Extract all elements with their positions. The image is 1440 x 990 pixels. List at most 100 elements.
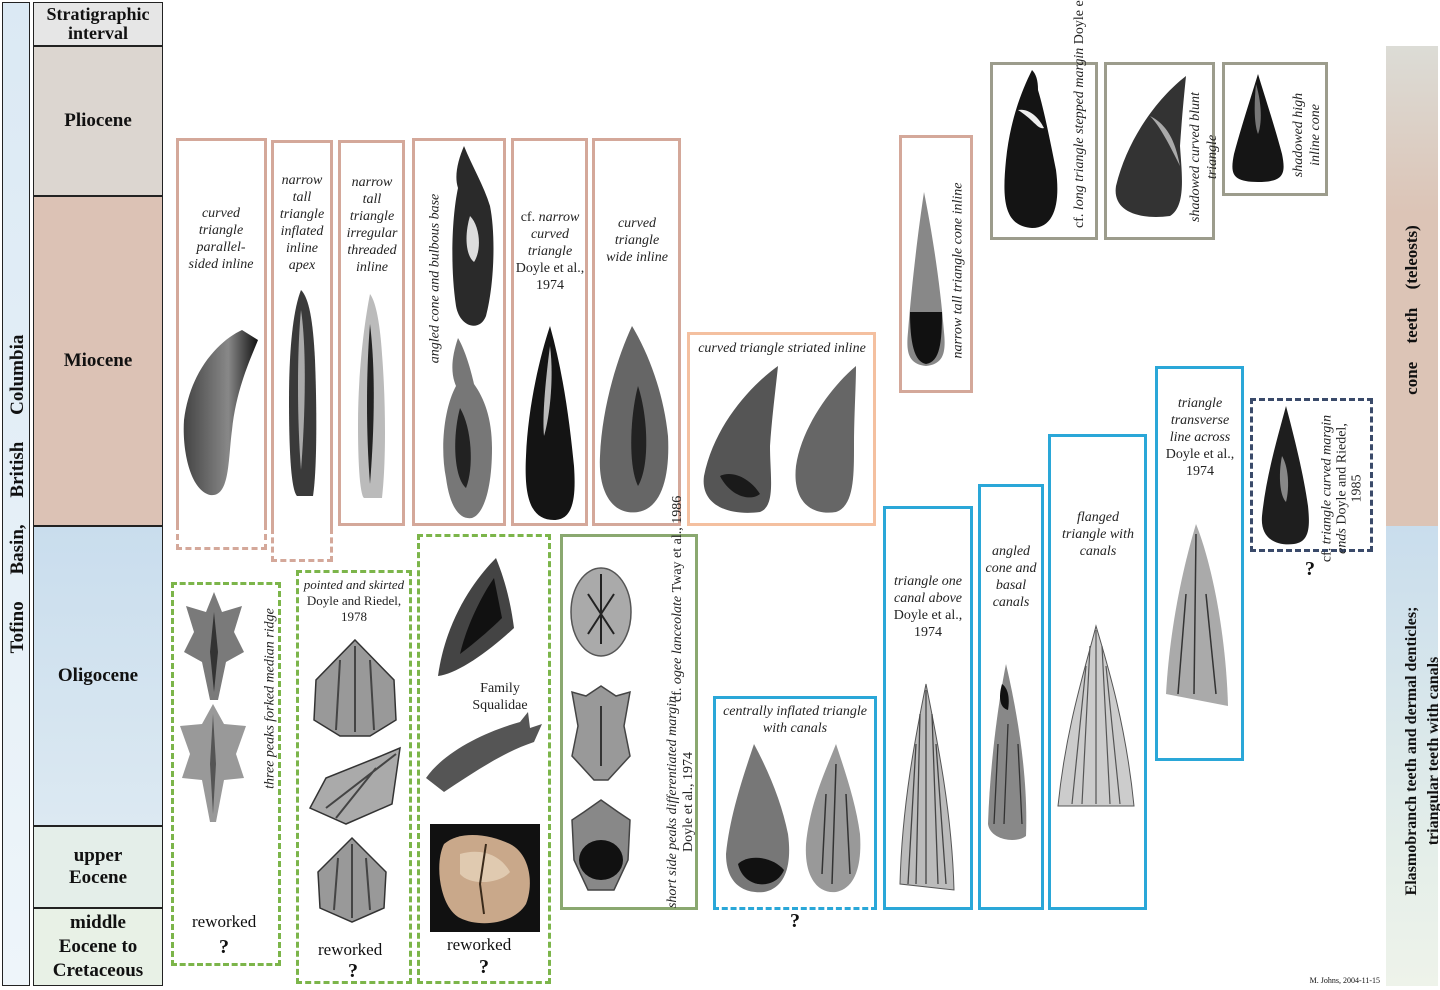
morphotype-box-5 xyxy=(511,138,588,526)
morphotype-box-e4 xyxy=(560,534,698,910)
morphotype-5-prefix: cf. xyxy=(520,210,536,225)
morphotype-box-6 xyxy=(592,138,681,526)
tooth-icon xyxy=(726,744,790,893)
morphotype-e5-name: short side peaks differentiated margin xyxy=(665,695,680,909)
morphotype-e10-ref: Doyle et al., 1974 xyxy=(1165,447,1235,479)
denticle-icon xyxy=(317,836,387,923)
morphotype-7-label: curved triangle striated inline xyxy=(698,341,866,356)
interval-oligocene-text: Oligocene xyxy=(57,665,139,686)
morphotype-9-label: cf. long triangle stepped margin Doyle e… xyxy=(1072,0,1088,228)
morphotype-5-name: narrow curved triangle xyxy=(527,210,580,259)
reworked-photo xyxy=(430,824,540,932)
morphotype-e11-prefix: cf. xyxy=(1319,547,1335,563)
denticle-icon xyxy=(180,704,246,822)
morphotype-e2-label: pointed and skirted Doyle and Riedel, 19… xyxy=(302,577,406,625)
morphotype-9-name: long triangle stepped margin xyxy=(1072,47,1087,211)
morphotype-box-9 xyxy=(990,62,1098,240)
teleost-label: cone teeth (teleosts) xyxy=(1402,225,1421,395)
denticle-icon xyxy=(308,746,401,825)
morphotype-3-label: narrow tall triangle irregular threaded … xyxy=(346,175,398,275)
morphotype-5-label: cf. narrow curved triangle Doyle et al.,… xyxy=(515,209,585,294)
tooth-icon xyxy=(438,558,514,676)
question-mark: ? xyxy=(219,936,229,958)
morphotype-e8-label: angled cone and basal canals xyxy=(985,544,1037,610)
morphotype-box-7 xyxy=(687,332,876,526)
morphotype-e1-label: three peaks forked median ridge xyxy=(262,608,278,789)
morphotype-9-ref: Doyle et al., 1974 xyxy=(1072,0,1087,44)
tooth-icon xyxy=(907,192,945,366)
morphotype-box-1-base xyxy=(176,524,267,550)
morphotype-e3-label: Family Squalidae xyxy=(472,681,528,713)
morphotype-box-e11 xyxy=(1250,398,1373,552)
morphotype-box-e3 xyxy=(417,534,551,984)
morphotype-box-10 xyxy=(1104,62,1215,240)
morphotype-box-e8 xyxy=(978,484,1044,910)
morphotype-e6-label: centrally inflated triangle with canals xyxy=(723,704,867,736)
morphotype-e9-label: flanged triangle with canals xyxy=(1062,510,1134,559)
reworked-label: reworked xyxy=(318,940,383,959)
morphotype-box-2-base xyxy=(271,528,333,562)
morphotype-2-label: narrow tall triangle inflated inline ape… xyxy=(279,173,325,273)
morphotype-e7-label: triangle one canal above Doyle et al., 1… xyxy=(886,573,970,641)
morphotype-box-e9 xyxy=(1048,434,1147,910)
morphotype-11-label: shadowed high inline cone xyxy=(1291,92,1323,178)
morphotype-e4-ref: Tway et al., 1986 xyxy=(670,495,685,593)
tooth-icon xyxy=(1166,524,1228,706)
morphotype-6-label: curved triangle wide inline xyxy=(606,216,668,265)
basin-label-bar: Tofino Basin, British Columbia xyxy=(2,2,30,986)
tooth-icon xyxy=(703,366,778,513)
morphotype-box-e6 xyxy=(713,696,877,908)
question-mark: ? xyxy=(1305,558,1315,580)
interval-pliocene-text: Pliocene xyxy=(64,110,132,131)
morphotype-box-8 xyxy=(899,135,973,393)
interval-header-text: Stratigraphic interval xyxy=(46,4,150,43)
tooth-icon xyxy=(805,744,861,893)
reworked-label: reworked xyxy=(447,935,512,954)
morphotype-e5-ref: Doyle et al., 1974 xyxy=(681,752,696,852)
tooth-icon xyxy=(1057,624,1135,807)
tooth-icon xyxy=(1261,406,1309,545)
tooth-icon xyxy=(1115,76,1186,217)
reworked-label: reworked xyxy=(192,912,257,931)
tooth-icon xyxy=(988,664,1027,840)
morphotype-box-e10 xyxy=(1155,366,1244,761)
denticle-icon xyxy=(571,799,631,891)
tooth-icon xyxy=(1004,70,1058,228)
morphotype-e4-name: ogee lanceolate xyxy=(670,595,685,685)
morphotype-1-label: curved triangle parallel-sided inline xyxy=(188,206,254,272)
tooth-icon xyxy=(795,366,856,513)
tooth-icon xyxy=(426,712,542,792)
morphotype-10-label: shadowed curved blunt triangle xyxy=(1188,92,1220,222)
question-mark: ? xyxy=(348,960,358,982)
right-bar-upper xyxy=(1386,46,1438,526)
morphotype-9-prefix: cf. xyxy=(1072,213,1087,228)
rock-image xyxy=(439,834,530,924)
morphotype-8-label: narrow tall triangle cone inline xyxy=(950,182,966,359)
tooth-icon xyxy=(899,683,955,891)
tooth-icon xyxy=(525,326,575,520)
interval-miocene-text: Miocene xyxy=(63,350,133,371)
morphotype-box-1 xyxy=(176,138,267,526)
interval-header: Stratigraphic interval xyxy=(33,2,163,46)
question-mark: ? xyxy=(479,956,489,978)
morphotype-e11-label: cf. triangle curved margin ends Doyle an… xyxy=(1320,409,1365,569)
morphotype-e4-label: cf. ogee lanceolate Tway et al., 1986 xyxy=(670,496,686,702)
morphotype-box-e6-base xyxy=(713,896,877,910)
morphotype-e7-name: triangle one canal above xyxy=(893,574,963,606)
interval-middle-eocene: middle Eocene to Cretaceous xyxy=(33,908,163,986)
elasmobranch-label-1: Elasmobranch teeth and dermal denticles; xyxy=(1403,606,1420,896)
morphotype-box-e2 xyxy=(296,570,412,984)
credit-text: M. Johns, 2004-11-15 xyxy=(1309,976,1380,985)
morphotype-e2-name: pointed and skirted xyxy=(303,577,405,592)
morphotype-box-11 xyxy=(1222,62,1328,196)
tooth-icon xyxy=(1232,74,1284,182)
morphotype-box-4 xyxy=(412,138,506,526)
denticle-icon xyxy=(184,592,244,700)
morphotype-e2-ref: Doyle and Riedel, 1978 xyxy=(306,593,402,624)
morphotype-e10-name: triangle transverse line across xyxy=(1169,396,1231,445)
tooth-icon xyxy=(452,146,494,326)
denticle-icon xyxy=(570,567,632,657)
morphotype-5-ref: Doyle et al., 1974 xyxy=(515,261,585,293)
morphotype-box-2 xyxy=(271,140,333,530)
interval-upper-eocene-text: upper Eocene xyxy=(68,845,128,888)
